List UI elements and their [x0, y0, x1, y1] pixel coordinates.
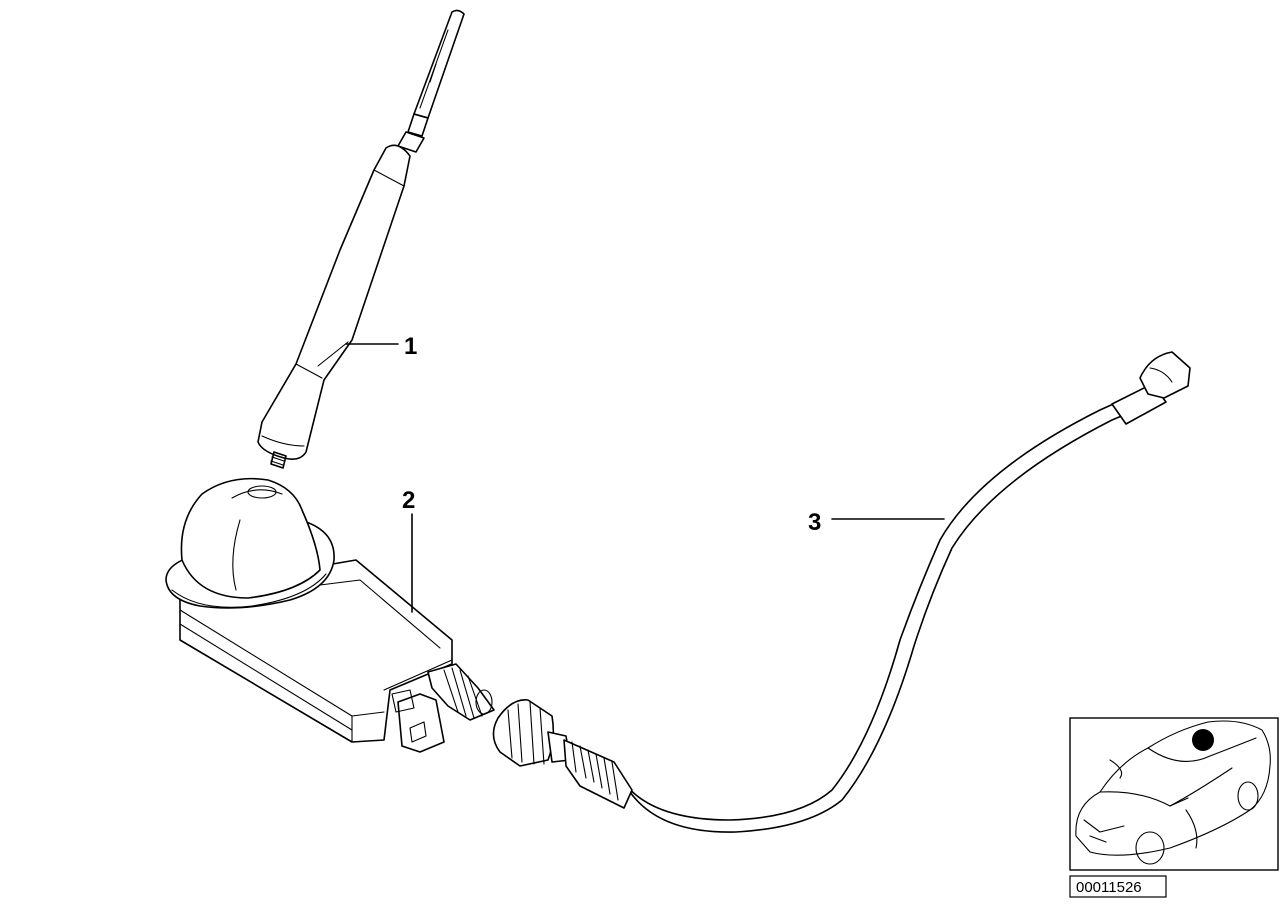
callout-2-label: 2 [402, 487, 415, 514]
car-outline-icon [1075, 720, 1271, 865]
callout-1-label: 1 [404, 333, 417, 360]
antenna-base-amplifier [165, 477, 495, 753]
antenna-cable [492, 351, 1191, 833]
location-inset [1069, 717, 1279, 871]
callout-3-label: 3 [808, 509, 821, 536]
antenna-rod [257, 9, 465, 469]
document-number-box: 00011526 [1069, 875, 1167, 898]
document-number: 00011526 [1076, 879, 1142, 896]
roof-location-dot-icon [1192, 729, 1214, 751]
